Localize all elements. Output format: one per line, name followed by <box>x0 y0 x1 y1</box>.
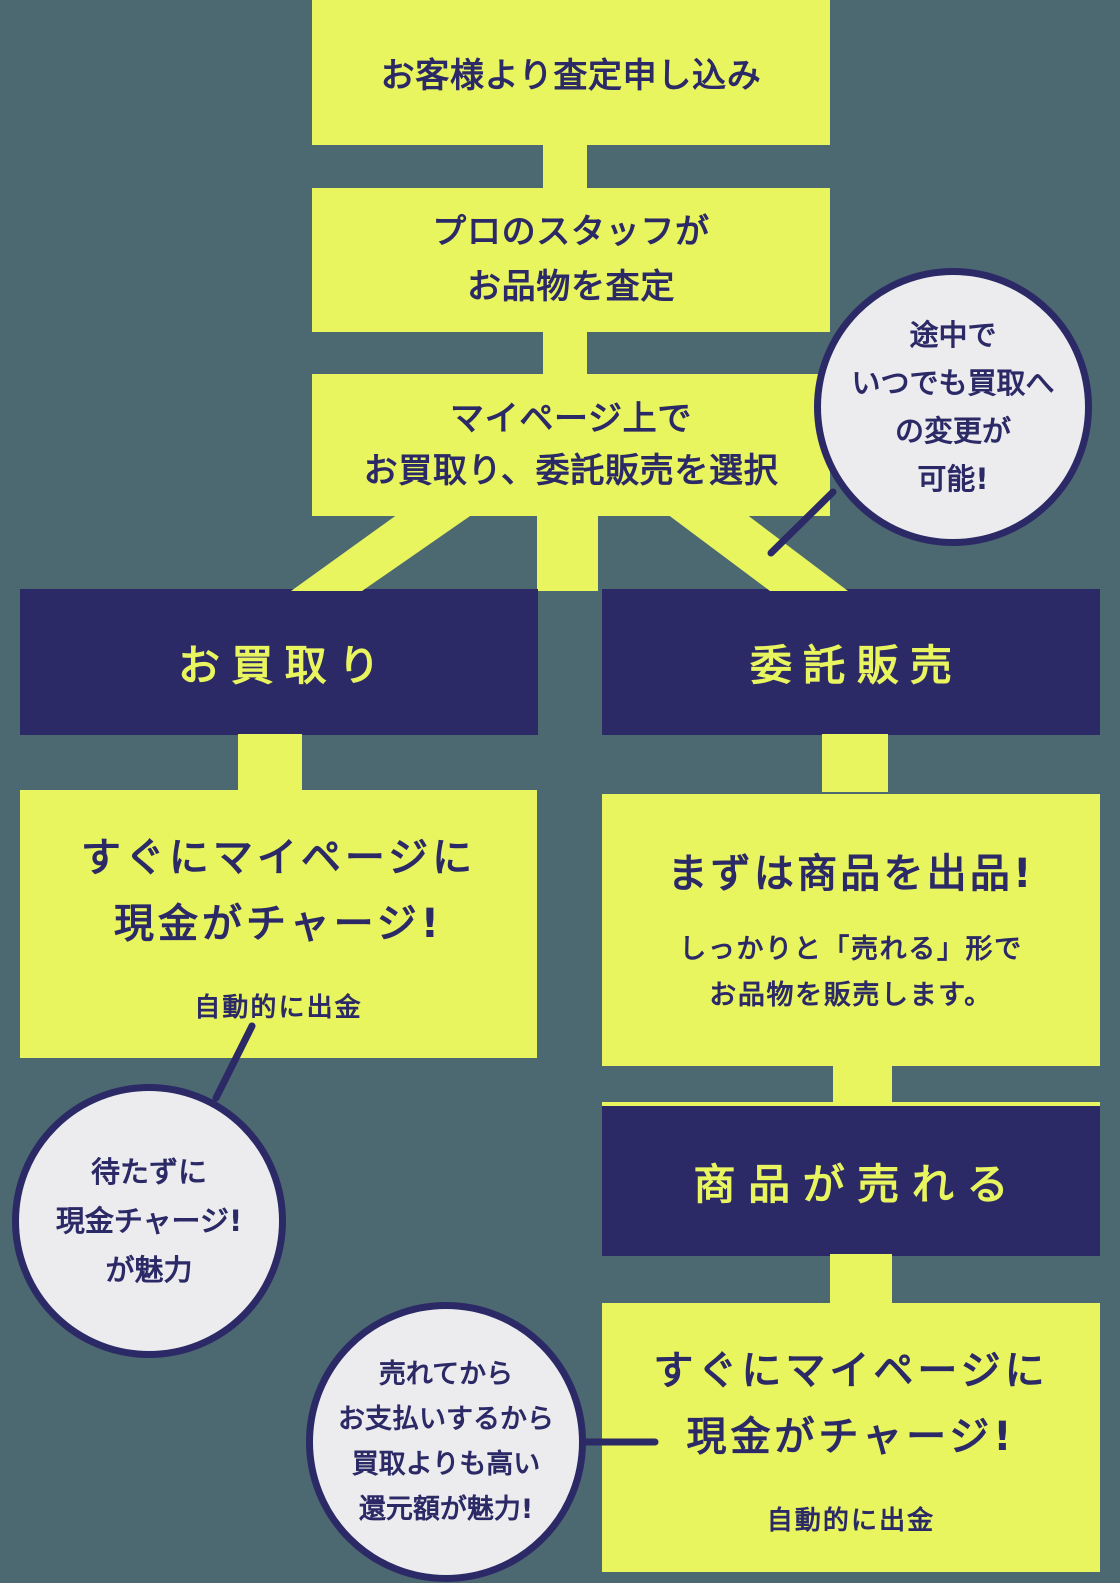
consignment-result-line1: すぐにマイページに <box>653 1348 1049 1394</box>
callout-wait-line1: 待たずに <box>90 1154 207 1189</box>
consignment-result-note: 自動的に出金 <box>766 1506 936 1536</box>
step-box-assess: プロのスタッフが お品物を査定 <box>312 188 830 332</box>
callout-change-line3: の変更が <box>894 414 1011 448</box>
consignment-result-line2: 現金がチャージ! <box>686 1414 1016 1460</box>
consignment-title-label: 委託販売 <box>749 640 964 690</box>
callout-wait-circle: 待たずに 現金チャージ! が魅力 <box>12 1084 286 1358</box>
callout-change-circle: 途中で いつでも買取へ の変更が 可能! <box>814 268 1092 546</box>
flow-connector-center <box>537 514 598 591</box>
flow-connector-consignment-1 <box>822 734 888 792</box>
step-box-select: マイページ上で お買取り、委託販売を選択 <box>312 374 830 516</box>
flow-connector-consignment-3 <box>830 1254 892 1305</box>
branch-title-purchase: お買取り <box>20 589 538 735</box>
flow-connector-purchase <box>238 734 302 792</box>
purchase-result-line1: すぐにマイページに <box>80 834 477 881</box>
consignment-sold-box: 商品が売れる <box>602 1102 1100 1256</box>
callout-wait-line2: 現金チャージ! <box>55 1203 243 1238</box>
step-select-line2: お買取り、委託販売を選択 <box>363 451 779 491</box>
callout-higher-line1: 売れてから <box>378 1359 514 1390</box>
callout-change-line2: いつでも買取へ <box>851 366 1055 400</box>
step-select-line1: マイページ上で <box>449 399 693 439</box>
step-apply-label: お客様より査定申し込み <box>380 56 762 96</box>
purchase-title-label: お買取り <box>177 640 392 690</box>
flow-connector-1 <box>543 144 587 190</box>
callout-higher-line2: お支払いするから <box>338 1404 554 1435</box>
callout-higher-line3: 買取よりも高い <box>351 1449 541 1480</box>
consignment-list-title: まずは商品を出品! <box>667 851 1035 897</box>
branch-leg-left <box>291 514 473 591</box>
flow-connector-2 <box>543 331 587 376</box>
consignment-sold-label: 商品が売れる <box>693 1159 1022 1209</box>
consignment-list-box: まずは商品を出品! しっかりと「売れる」形で お品物を販売します。 <box>602 794 1100 1066</box>
purchase-result-note: 自動的に出金 <box>194 992 363 1023</box>
purchase-result-line2: 現金がチャージ! <box>113 900 444 947</box>
step-box-apply: お客様より査定申し込み <box>312 0 830 145</box>
branch-title-consignment: 委託販売 <box>602 589 1100 735</box>
step-assess-line1: プロのスタッフが <box>432 212 710 252</box>
branch-leg-right <box>667 514 848 591</box>
consignment-result-box: すぐにマイページに 現金がチャージ! 自動的に出金 <box>602 1303 1100 1572</box>
callout-wait-line3: が魅力 <box>105 1252 193 1287</box>
consignment-list-sub1: しっかりと「売れる」形で <box>679 934 1023 965</box>
callout-change-line4: 可能! <box>917 462 989 496</box>
purchase-result-box: すぐにマイページに 現金がチャージ! 自動的に出金 <box>20 790 537 1058</box>
callout-higher-line4: 還元額が魅力! <box>358 1494 534 1525</box>
callout-change-line1: 途中で <box>909 318 997 352</box>
callout-higher-circle: 売れてから お支払いするから 買取よりも高い 還元額が魅力! <box>306 1302 586 1582</box>
consignment-list-sub2: お品物を販売します。 <box>709 980 993 1011</box>
step-assess-line2: お品物を査定 <box>466 267 676 307</box>
